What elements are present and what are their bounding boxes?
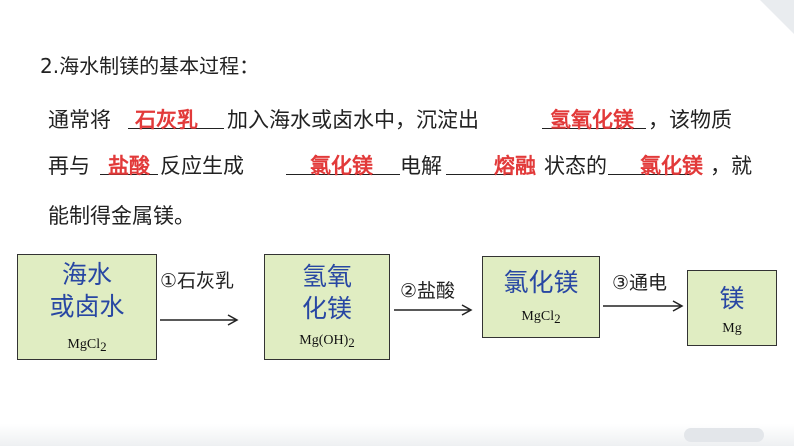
text-segment: 加入海水或卤水中，沉淀出 [227, 108, 479, 132]
box-label: 或卤水 [49, 292, 125, 321]
arrow-icon [160, 314, 239, 326]
text-segment: 电解 [400, 154, 442, 178]
text-segment: ，该物质 [648, 108, 732, 132]
fill-blank-2 [542, 104, 646, 129]
text-segment: 再与 [48, 154, 90, 178]
box-label: 化镁 [301, 294, 352, 323]
box-seawater: 海水 或卤水 MgCl2 [17, 254, 157, 360]
answer-hydrochloric-acid: 盐酸 [108, 154, 150, 178]
box-formula: MgCl2 [521, 309, 561, 326]
footer-band [0, 424, 794, 446]
fill-blank-1 [128, 104, 224, 129]
text-segment: 状态的 [544, 154, 607, 178]
step-label-1: ①石灰乳 [160, 270, 235, 292]
box-magnesium: 镁 Mg [687, 270, 777, 346]
section-title: 2.海水制镁的基本过程： [40, 54, 260, 78]
box-formula: MgCl2 [67, 337, 107, 354]
fill-blank-4 [286, 150, 400, 175]
box-label: 海水 [61, 260, 112, 289]
answer-lime-milk: 石灰乳 [135, 108, 198, 132]
fill-blank-3 [100, 150, 158, 175]
answer-molten: 熔融 [494, 154, 536, 178]
arrow-icon [603, 300, 684, 312]
step-label-3: ③通电 [612, 272, 668, 294]
step-label-2: ②盐酸 [400, 280, 456, 302]
fill-blank-5 [446, 150, 512, 175]
text-segment: 能制得金属镁。 [48, 204, 195, 228]
answer-magnesium-hydroxide: 氢氧化镁 [550, 108, 634, 132]
box-magnesium-chloride: 氯化镁 MgCl2 [482, 256, 600, 338]
text-segment: 反应生成 [160, 154, 244, 178]
text-segment: ，就 [710, 154, 752, 178]
arrow-icon [394, 304, 473, 316]
footer-decoration [684, 428, 764, 442]
text-segment: 通常将 [48, 108, 111, 132]
box-magnesium-hydroxide: 氢氧 化镁 Mg(OH)2 [264, 254, 390, 360]
answer-magnesium-chloride-2: 氯化镁 [640, 154, 703, 178]
fill-blank-6 [608, 150, 690, 175]
box-formula: Mg(OH)2 [299, 333, 355, 350]
box-label: 氢氧 [301, 262, 352, 291]
box-label: 氯化镁 [503, 268, 579, 297]
box-formula: Mg [722, 321, 742, 336]
answer-magnesium-chloride: 氯化镁 [310, 154, 373, 178]
box-label: 镁 [719, 284, 745, 313]
corner-decoration [760, 0, 794, 34]
